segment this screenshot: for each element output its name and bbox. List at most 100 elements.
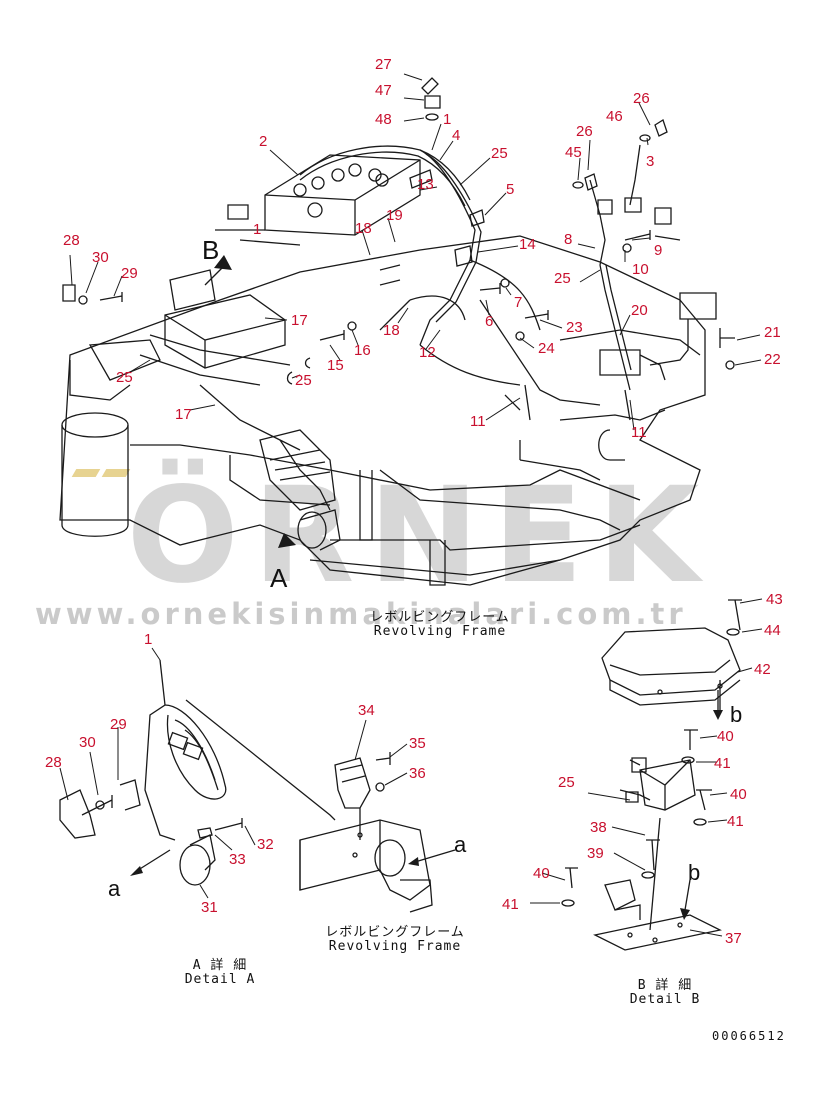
leader-lines-detail-b (530, 599, 762, 936)
detail-a-frame-caption-en: Revolving Frame (328, 939, 462, 954)
callout: 25 (558, 774, 575, 791)
callout: 29 (110, 716, 127, 733)
callout: 20 (631, 302, 648, 319)
counterweight-cylinder (62, 413, 128, 536)
leader-lines-detail-a (60, 648, 407, 898)
callout: 40 (730, 786, 747, 803)
main-frame-caption-en: Revolving Frame (373, 624, 507, 639)
callout: 3 (646, 153, 655, 170)
detail-a-arrow-left-label: a (108, 876, 121, 901)
relay-components (598, 198, 716, 380)
callout: 48 (375, 111, 392, 128)
callout: 11 (631, 424, 647, 441)
callout: 25 (295, 372, 312, 389)
detail-b-caption-en: Detail B (629, 992, 701, 1007)
detail-a-caption-jp: A 詳 細 (192, 958, 248, 973)
view-arrows-main (214, 255, 296, 548)
callout: 15 (327, 357, 344, 374)
callout: 26 (576, 123, 593, 140)
callout: 39 (587, 845, 604, 862)
detail-a-caption-en: Detail A (184, 972, 256, 987)
callout: 41 (714, 755, 731, 772)
callout: 45 (565, 144, 582, 161)
callout: 11 (470, 413, 486, 430)
revolving-frame (60, 236, 705, 585)
main-frame-caption-jp: レボルビングフレーム (370, 610, 510, 625)
callout: 21 (764, 324, 781, 341)
callout: 17 (291, 312, 308, 329)
callout: 33 (229, 851, 246, 868)
callout: 35 (409, 735, 426, 752)
callout: 9 (654, 242, 663, 259)
callout: 24 (538, 340, 555, 357)
callout: 37 (725, 930, 742, 947)
callout: 23 (566, 319, 583, 336)
callout: 30 (92, 249, 109, 266)
controller-box (165, 265, 285, 368)
wiring-harness (140, 145, 640, 510)
callout: 25 (554, 270, 571, 287)
callout: 6 (485, 313, 494, 330)
view-a-label: A (270, 563, 288, 593)
leader-lines-main (70, 74, 761, 430)
callout: 10 (632, 261, 649, 278)
callout: 12 (419, 344, 436, 361)
detail-b-arrow-top-label: b (730, 702, 743, 727)
callout: 1 (253, 221, 262, 238)
callout: 1 (443, 111, 452, 128)
callout: 46 (606, 108, 623, 125)
callout: 4 (452, 127, 461, 144)
callout: 2 (259, 133, 268, 150)
callout: 17 (175, 406, 192, 423)
callout: 36 (409, 765, 426, 782)
callout: 25 (116, 369, 133, 386)
callout: 34 (358, 702, 375, 719)
battery-box (215, 155, 420, 245)
callout: 26 (633, 90, 650, 107)
callout: 27 (375, 56, 392, 73)
horn-bracket (260, 430, 340, 550)
callout: 18 (383, 322, 400, 339)
callout: 40 (717, 728, 734, 745)
detail-a-drawing (60, 660, 432, 912)
callout: 47 (375, 82, 392, 99)
callout: 28 (45, 754, 62, 771)
callout: 22 (764, 351, 781, 368)
callout: 5 (506, 181, 515, 198)
clamps-bolts (63, 78, 735, 420)
callout: 13 (417, 176, 434, 193)
callout: 14 (519, 236, 536, 253)
callout: 41 (502, 896, 519, 913)
view-b-label: B (202, 235, 220, 265)
callout: 40 (533, 865, 550, 882)
callout: 8 (564, 231, 573, 248)
watermark-url: www.ornekisinmakinalari.com.tr (35, 597, 687, 631)
callout: 32 (257, 836, 274, 853)
detail-b-caption-jp: B 詳 細 (637, 978, 693, 993)
callout: 44 (764, 622, 781, 639)
callout: 18 (355, 220, 372, 237)
callout: 29 (121, 265, 138, 282)
detail-b-arrow-bottom-label: b (688, 860, 701, 885)
detail-a-arrow-right-label: a (454, 832, 467, 857)
document-number: 00066512 (712, 1029, 786, 1043)
callout: 42 (754, 661, 771, 678)
detail-a-frame-caption-jp: レボルビングフレーム (325, 925, 465, 940)
callout: 28 (63, 232, 80, 249)
detail-b-arrows (680, 690, 723, 920)
callout: 16 (354, 342, 371, 359)
callout: 7 (514, 294, 523, 311)
callout: 38 (590, 819, 607, 836)
callout: 25 (491, 145, 508, 162)
callout: 41 (727, 813, 744, 830)
detail-b-drawing (562, 600, 742, 950)
callout: 19 (386, 207, 403, 224)
callout: 1 (144, 631, 153, 648)
callout: 30 (79, 734, 96, 751)
callout: 43 (766, 591, 783, 608)
callout: 31 (201, 899, 218, 916)
detail-a-arrows (130, 850, 455, 876)
watermark-logo: ÖRNEK (126, 459, 714, 613)
